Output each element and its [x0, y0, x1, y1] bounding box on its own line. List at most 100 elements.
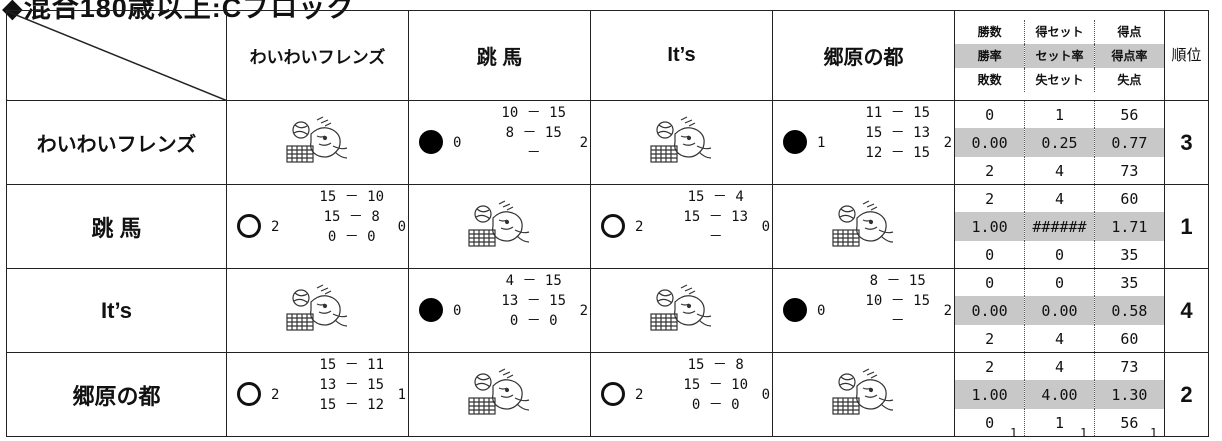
- rank-value: 1: [1180, 213, 1193, 239]
- row-team-name-label: 跳 馬: [91, 215, 142, 241]
- sets-won: 1: [817, 134, 826, 151]
- volleyball-illustration-icon: [831, 367, 893, 415]
- stat-value: 4: [1024, 185, 1095, 212]
- stat-header: 失点: [1117, 72, 1142, 87]
- self-match-cell: [772, 184, 955, 269]
- footer-tick: 1: [1010, 426, 1018, 440]
- row-team-name: わいわいフレンズ: [6, 100, 227, 185]
- stat-value: 0: [1024, 241, 1095, 268]
- corner-cell: [6, 10, 227, 101]
- rank-value: 4: [1180, 297, 1193, 323]
- set-score: 10 － 15: [865, 293, 930, 309]
- stat-header: 得点: [1117, 24, 1142, 39]
- lose-mark-icon: [783, 129, 807, 154]
- stat-value: 56: [1120, 105, 1139, 124]
- set-score: －: [890, 313, 905, 329]
- stat-value: 2: [955, 353, 1026, 380]
- volleyball-illustration-icon: [649, 115, 711, 163]
- volleyball-illustration-icon: [467, 367, 529, 415]
- sets-lost: 0: [397, 218, 406, 235]
- sets-lost: 0: [761, 386, 770, 403]
- sets-won: 0: [453, 134, 462, 151]
- stats-header: 勝数得セット得点 勝率セット率得点率 敗数失セット失点: [954, 10, 1165, 101]
- stat-value: 4: [1024, 353, 1095, 380]
- set-score: 15 － 8: [687, 357, 744, 373]
- column-header-team-3: It’s: [590, 10, 773, 101]
- stat-value: 2: [955, 185, 1026, 212]
- set-score: 15 － 10: [683, 377, 748, 393]
- stat-header: 得点率: [1094, 43, 1164, 68]
- sets-won: 0: [453, 302, 462, 319]
- row-team-name: 郷原の都: [6, 352, 227, 437]
- stat-value: 4.00: [1024, 380, 1095, 409]
- stat-value: 1: [1024, 101, 1095, 128]
- stat-value: 4: [1024, 157, 1095, 184]
- stat-value: 0.00: [955, 296, 1026, 325]
- rank-cell: 1: [1164, 184, 1209, 269]
- rank-cell: 3: [1164, 100, 1209, 185]
- stat-header: 勝率: [955, 43, 1026, 68]
- stat-value: 0: [955, 241, 1026, 268]
- row-team-name-label: 郷原の都: [72, 383, 161, 409]
- sets-won: 2: [271, 386, 280, 403]
- lose-mark-icon: [419, 129, 443, 154]
- self-match-cell: [408, 352, 591, 437]
- set-score: 15 － 12: [319, 397, 384, 413]
- set-score: 15 － 13: [865, 125, 930, 141]
- stat-value: 0.58: [1094, 296, 1164, 325]
- set-score: －: [526, 145, 541, 161]
- volleyball-illustration-icon: [285, 283, 347, 331]
- stat-value: 1.30: [1094, 380, 1164, 409]
- row-team-name-label: It’s: [101, 297, 132, 323]
- win-mark-icon: [601, 213, 625, 238]
- set-score: 8 － 15: [505, 125, 562, 141]
- stat-value: 60: [1120, 189, 1139, 208]
- set-score: 0 － 0: [509, 313, 558, 329]
- stat-value: 73: [1120, 161, 1139, 180]
- lose-mark-icon: [419, 297, 443, 322]
- stat-value: 2: [955, 157, 1026, 184]
- stat-value: 0.00: [1024, 296, 1095, 325]
- stat-value: ######: [1024, 212, 1095, 241]
- set-score: 11 － 15: [865, 105, 930, 121]
- rank-header: 順位: [1164, 10, 1209, 101]
- sets-lost: 2: [579, 134, 588, 151]
- footer-tick: 1: [1150, 426, 1158, 440]
- stat-value: 0: [955, 269, 1026, 296]
- stat-value: 1: [1024, 409, 1095, 436]
- column-header-team-4: 郷原の都: [772, 10, 955, 101]
- stat-value: 73: [1120, 357, 1139, 376]
- self-match-cell: [226, 100, 409, 185]
- volleyball-illustration-icon: [649, 283, 711, 331]
- sets-lost: 0: [761, 218, 770, 235]
- sets-lost: 2: [579, 302, 588, 319]
- stat-value: 0.25: [1024, 128, 1095, 157]
- set-score: 8 － 15: [869, 273, 926, 289]
- self-match-cell: [590, 100, 773, 185]
- self-match-cell: [772, 352, 955, 437]
- set-score: 12 － 15: [865, 145, 930, 161]
- stat-value: 1.00: [955, 212, 1026, 241]
- self-match-cell: [590, 268, 773, 353]
- column-header-team-2: 跳 馬: [408, 10, 591, 101]
- league-table: わいわいフレンズ 跳 馬 It’s 郷原の都 勝数得セット得点 勝率セット率得点…: [6, 10, 1209, 437]
- stat-header: 敗数: [955, 67, 1026, 92]
- sets-won: 2: [635, 218, 644, 235]
- stat-value: 0.77: [1094, 128, 1164, 157]
- stat-value: 0: [955, 409, 1026, 436]
- self-match-cell: [408, 184, 591, 269]
- volleyball-illustration-icon: [467, 199, 529, 247]
- rank-value: 3: [1180, 129, 1193, 155]
- stat-value: 35: [1120, 273, 1139, 292]
- self-match-cell: [226, 268, 409, 353]
- row-team-name: It’s: [6, 268, 227, 353]
- sets-won: 0: [817, 302, 826, 319]
